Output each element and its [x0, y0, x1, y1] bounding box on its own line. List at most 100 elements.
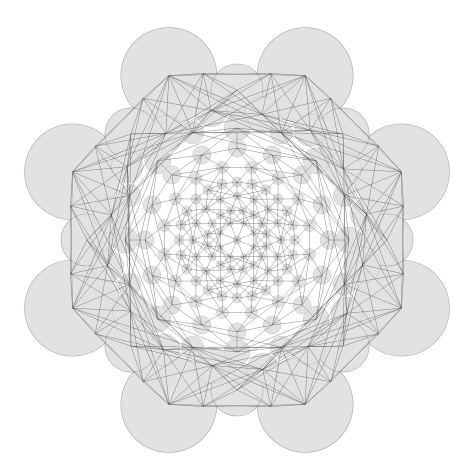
- triangulation-edge: [144, 239, 176, 282]
- triangulation-edge: [236, 147, 273, 156]
- triangulation-edge: [196, 245, 208, 257]
- triangulation-edge: [72, 146, 96, 172]
- triangulation-edge: [270, 346, 309, 407]
- triangulation-edge: [308, 333, 379, 347]
- triangulation-edge: [207, 245, 221, 248]
- triangulation-edge: [265, 189, 269, 209]
- triangulation-edge: [95, 75, 170, 147]
- triangulation-edge: [301, 174, 323, 205]
- triangulation-edges: [70, 73, 404, 407]
- triangulation-edge: [151, 275, 158, 320]
- triangulation-edge: [201, 147, 238, 156]
- triangulation-edge: [144, 239, 165, 255]
- triangulation-edge: [186, 256, 197, 270]
- triangulation-edge: [307, 313, 347, 347]
- triangulation-edge: [219, 183, 223, 200]
- triangulation-edge: [310, 130, 367, 215]
- triangulation-edge: [207, 245, 213, 257]
- triangulation-edge: [222, 297, 238, 313]
- triangulation-edge: [253, 233, 263, 257]
- triangulation-edge: [330, 346, 344, 382]
- triangulation-edge: [230, 195, 238, 211]
- triangulation-edge: [292, 224, 296, 241]
- triangulation-edge: [272, 301, 279, 326]
- triangulation-edge: [342, 284, 345, 347]
- triangulation-edge: [309, 239, 330, 255]
- triangulation-edge: [107, 265, 130, 285]
- triangulation-edge: [262, 369, 272, 407]
- triangulation-edge: [195, 270, 207, 282]
- triangulation-edge: [346, 273, 404, 314]
- triangulation-edge: [168, 404, 271, 407]
- triangulation-edge: [253, 264, 269, 272]
- triangulation-edge: [70, 214, 112, 274]
- triangulation-edge: [211, 223, 221, 234]
- triangulation-edge: [236, 239, 254, 248]
- triangulation-edge: [287, 198, 299, 212]
- triangulation-edge: [343, 168, 388, 241]
- triangulation-edge: [236, 347, 282, 391]
- triangulation-edge: [236, 181, 254, 200]
- triangulation-edge: [195, 290, 209, 302]
- triangulation-edge: [344, 195, 402, 309]
- triangulation-edge: [157, 319, 282, 348]
- triangulation-edge: [124, 204, 153, 241]
- triangulation-edge: [107, 265, 164, 350]
- triangulation-edge: [251, 167, 267, 190]
- triangulation-edge: [316, 160, 323, 205]
- triangulation-edge: [95, 265, 108, 334]
- triangulation-edge: [171, 304, 202, 326]
- triangulation-edge: [207, 283, 238, 291]
- triangulation-edge: [219, 280, 223, 297]
- triangulation-edge: [86, 239, 130, 285]
- triangulation-edge: [144, 204, 153, 241]
- triangulation-edge: [124, 195, 131, 241]
- triangulation-edge: [230, 214, 254, 224]
- triangulation-edge: [129, 160, 158, 196]
- triangulation-edge: [266, 234, 278, 257]
- triangulation-edge: [175, 254, 182, 282]
- triangulation-edge: [277, 178, 299, 200]
- triangulation-edge: [207, 290, 223, 313]
- triangulation-edge: [253, 208, 269, 216]
- triangulation-edge: [298, 174, 303, 199]
- triangulation-edge: [310, 130, 345, 196]
- triangulation-edge: [267, 270, 279, 282]
- triangulation-edge: [72, 171, 130, 285]
- triangulation-edge: [344, 284, 402, 309]
- triangulation-edge: [229, 256, 243, 270]
- triangulation-edge: [242, 210, 254, 234]
- triangulation-edge: [107, 215, 112, 266]
- triangulation-edge: [72, 307, 131, 312]
- triangulation-edge: [168, 75, 282, 133]
- triangulation-edge: [129, 110, 212, 196]
- triangulation-edge: [163, 349, 204, 407]
- triangulation-edge: [203, 73, 263, 115]
- triangulation-edge: [343, 168, 404, 207]
- triangulation-edge: [192, 239, 197, 257]
- triangulation-edge: [344, 273, 404, 285]
- triangulation-edge: [261, 75, 306, 115]
- triangulation-edge: [195, 198, 207, 210]
- triangulation-edge: [281, 347, 306, 405]
- triangulation-edge: [163, 349, 170, 405]
- triangulation-edge: [261, 223, 282, 241]
- triangulation-edge: [205, 208, 213, 224]
- triangulation-edge: [251, 167, 253, 184]
- triangulation-edge: [72, 307, 164, 350]
- triangulation-edge: [304, 313, 347, 405]
- triangulation-edge: [195, 301, 202, 326]
- triangulation-edge: [207, 189, 221, 200]
- triangulation-edge: [251, 183, 269, 209]
- triangulation-edge: [298, 198, 323, 205]
- triangulation-edge: [243, 245, 267, 257]
- triangulation-edge: [265, 290, 279, 302]
- triangulation-edge: [127, 75, 170, 167]
- triangulation-edge: [192, 239, 213, 257]
- triangulation-edge: [207, 232, 221, 246]
- triangulation-edge: [192, 89, 238, 133]
- triangulation-edge: [211, 223, 221, 247]
- triangulation-edge: [192, 347, 306, 405]
- triangulation-edge: [163, 349, 213, 366]
